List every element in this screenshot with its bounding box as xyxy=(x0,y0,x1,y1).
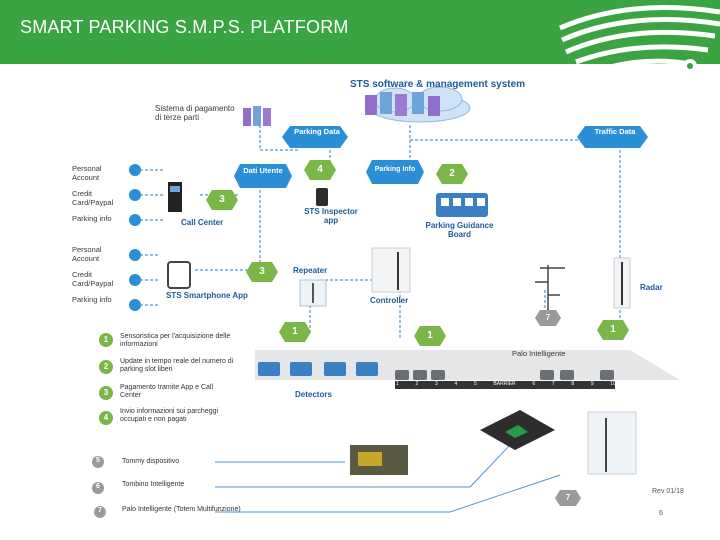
controller-label: Controller xyxy=(370,296,409,305)
slot-number: 7 xyxy=(551,381,555,387)
radar-icon xyxy=(613,257,631,309)
badge-2: 2 xyxy=(449,168,455,179)
guidance-board-label: Parking Guidance Board xyxy=(425,221,494,240)
smartphone-icon xyxy=(167,261,191,289)
left-item: Parking info xyxy=(72,214,112,223)
page-number: 6 xyxy=(659,510,663,517)
left-item: Personal Account xyxy=(72,164,102,182)
slot-number: 2 xyxy=(415,381,419,387)
legend-text: Tombino Intelligente xyxy=(122,481,185,488)
slot-number: 6 xyxy=(532,381,536,387)
payment-systems-label: Sistema di pagamento di terze parti xyxy=(155,104,235,123)
badge-7: 7 xyxy=(565,493,571,502)
left-item: Personal Account xyxy=(72,245,102,263)
header-bar: SMART PARKING S.M.P.S. PLATFORM xyxy=(0,0,720,73)
left-item: Parking info xyxy=(72,295,112,304)
left-item: Credit Card/Paypal xyxy=(72,189,114,207)
badge-4: 4 xyxy=(317,164,323,175)
legend-text: Palo Intelligente (Totem Multifunzione) xyxy=(122,506,241,513)
smart-pole-icon xyxy=(535,265,565,318)
left-item: Credit Card/Paypal xyxy=(72,270,114,288)
phone-icon xyxy=(316,188,328,206)
revision-label: Rev 01/18 xyxy=(652,488,684,495)
legend-num: 6 xyxy=(96,483,100,490)
slot-number: 4 xyxy=(454,381,458,387)
badge-7: 7 xyxy=(545,313,551,322)
dati-utente-hex: Dati Utente xyxy=(243,166,283,175)
guidance-board-icon xyxy=(436,193,488,217)
totem-image xyxy=(587,411,637,475)
page-title: SMART PARKING S.M.P.S. PLATFORM xyxy=(20,17,349,37)
parking-strip xyxy=(255,350,680,389)
badge-3: 3 xyxy=(219,194,225,205)
slot-number: 9 xyxy=(590,381,594,387)
slot-number: 10 xyxy=(610,381,616,387)
badge-3: 3 xyxy=(259,266,265,277)
legend-text: Update in tempo reale del numero di park… xyxy=(120,358,234,374)
radar-label: Radar xyxy=(640,283,663,292)
pos-terminal-icon xyxy=(168,182,182,212)
tommy-device-image xyxy=(350,445,408,475)
barrier-label: BARRIER xyxy=(493,381,516,387)
slot-number: 3 xyxy=(434,381,438,387)
detectors-label: Detectors xyxy=(295,390,332,399)
legend-num: 1 xyxy=(103,335,109,344)
system-title: STS software & management system xyxy=(350,79,526,90)
inspector-app-label: STS Inspector app xyxy=(304,207,358,226)
call-center-label: Call Center xyxy=(181,218,224,227)
traffic-data-hex: Traffic Data xyxy=(594,127,636,136)
smart-manhole-image xyxy=(480,410,555,450)
parking-info-hex: Parking Info xyxy=(374,166,416,173)
repeater-icon xyxy=(299,279,327,307)
legend-text: Invio informazioni sui parcheggi occupat… xyxy=(120,408,219,424)
slot-number: 1 xyxy=(396,381,399,387)
legend-text: Sensoristica per l'acquisizione delle in… xyxy=(120,333,231,349)
badge-1: 1 xyxy=(427,330,433,341)
payment-server-icon xyxy=(243,106,271,126)
legend-num: 7 xyxy=(98,507,102,514)
badge-1: 1 xyxy=(292,326,298,337)
parking-data-hex: Parking Data xyxy=(294,127,340,136)
slot-number: 5 xyxy=(473,381,477,387)
legend-text: Tommy dispositivo xyxy=(122,458,180,465)
smart-pole-label: Palo Intelligente xyxy=(512,349,566,358)
legend-num: 2 xyxy=(103,362,109,371)
legend-num: 5 xyxy=(96,457,100,464)
slot-number-row: 1 2 3 4 5 BARRIER 6 7 8 9 10 xyxy=(396,381,616,388)
cloud-icon xyxy=(365,86,471,123)
controller-icon xyxy=(371,247,411,293)
brand-swoosh-icon xyxy=(559,5,720,73)
badge-1: 1 xyxy=(610,324,616,335)
legend-num: 3 xyxy=(103,388,109,397)
legend-text: Pagamento tramite App e Call Center xyxy=(120,384,213,400)
smartphone-app-label: STS Smartphone App xyxy=(166,291,248,300)
legend-num: 4 xyxy=(103,413,109,422)
slot-number: 8 xyxy=(571,381,575,387)
repeater-label: Repeater xyxy=(293,266,328,275)
